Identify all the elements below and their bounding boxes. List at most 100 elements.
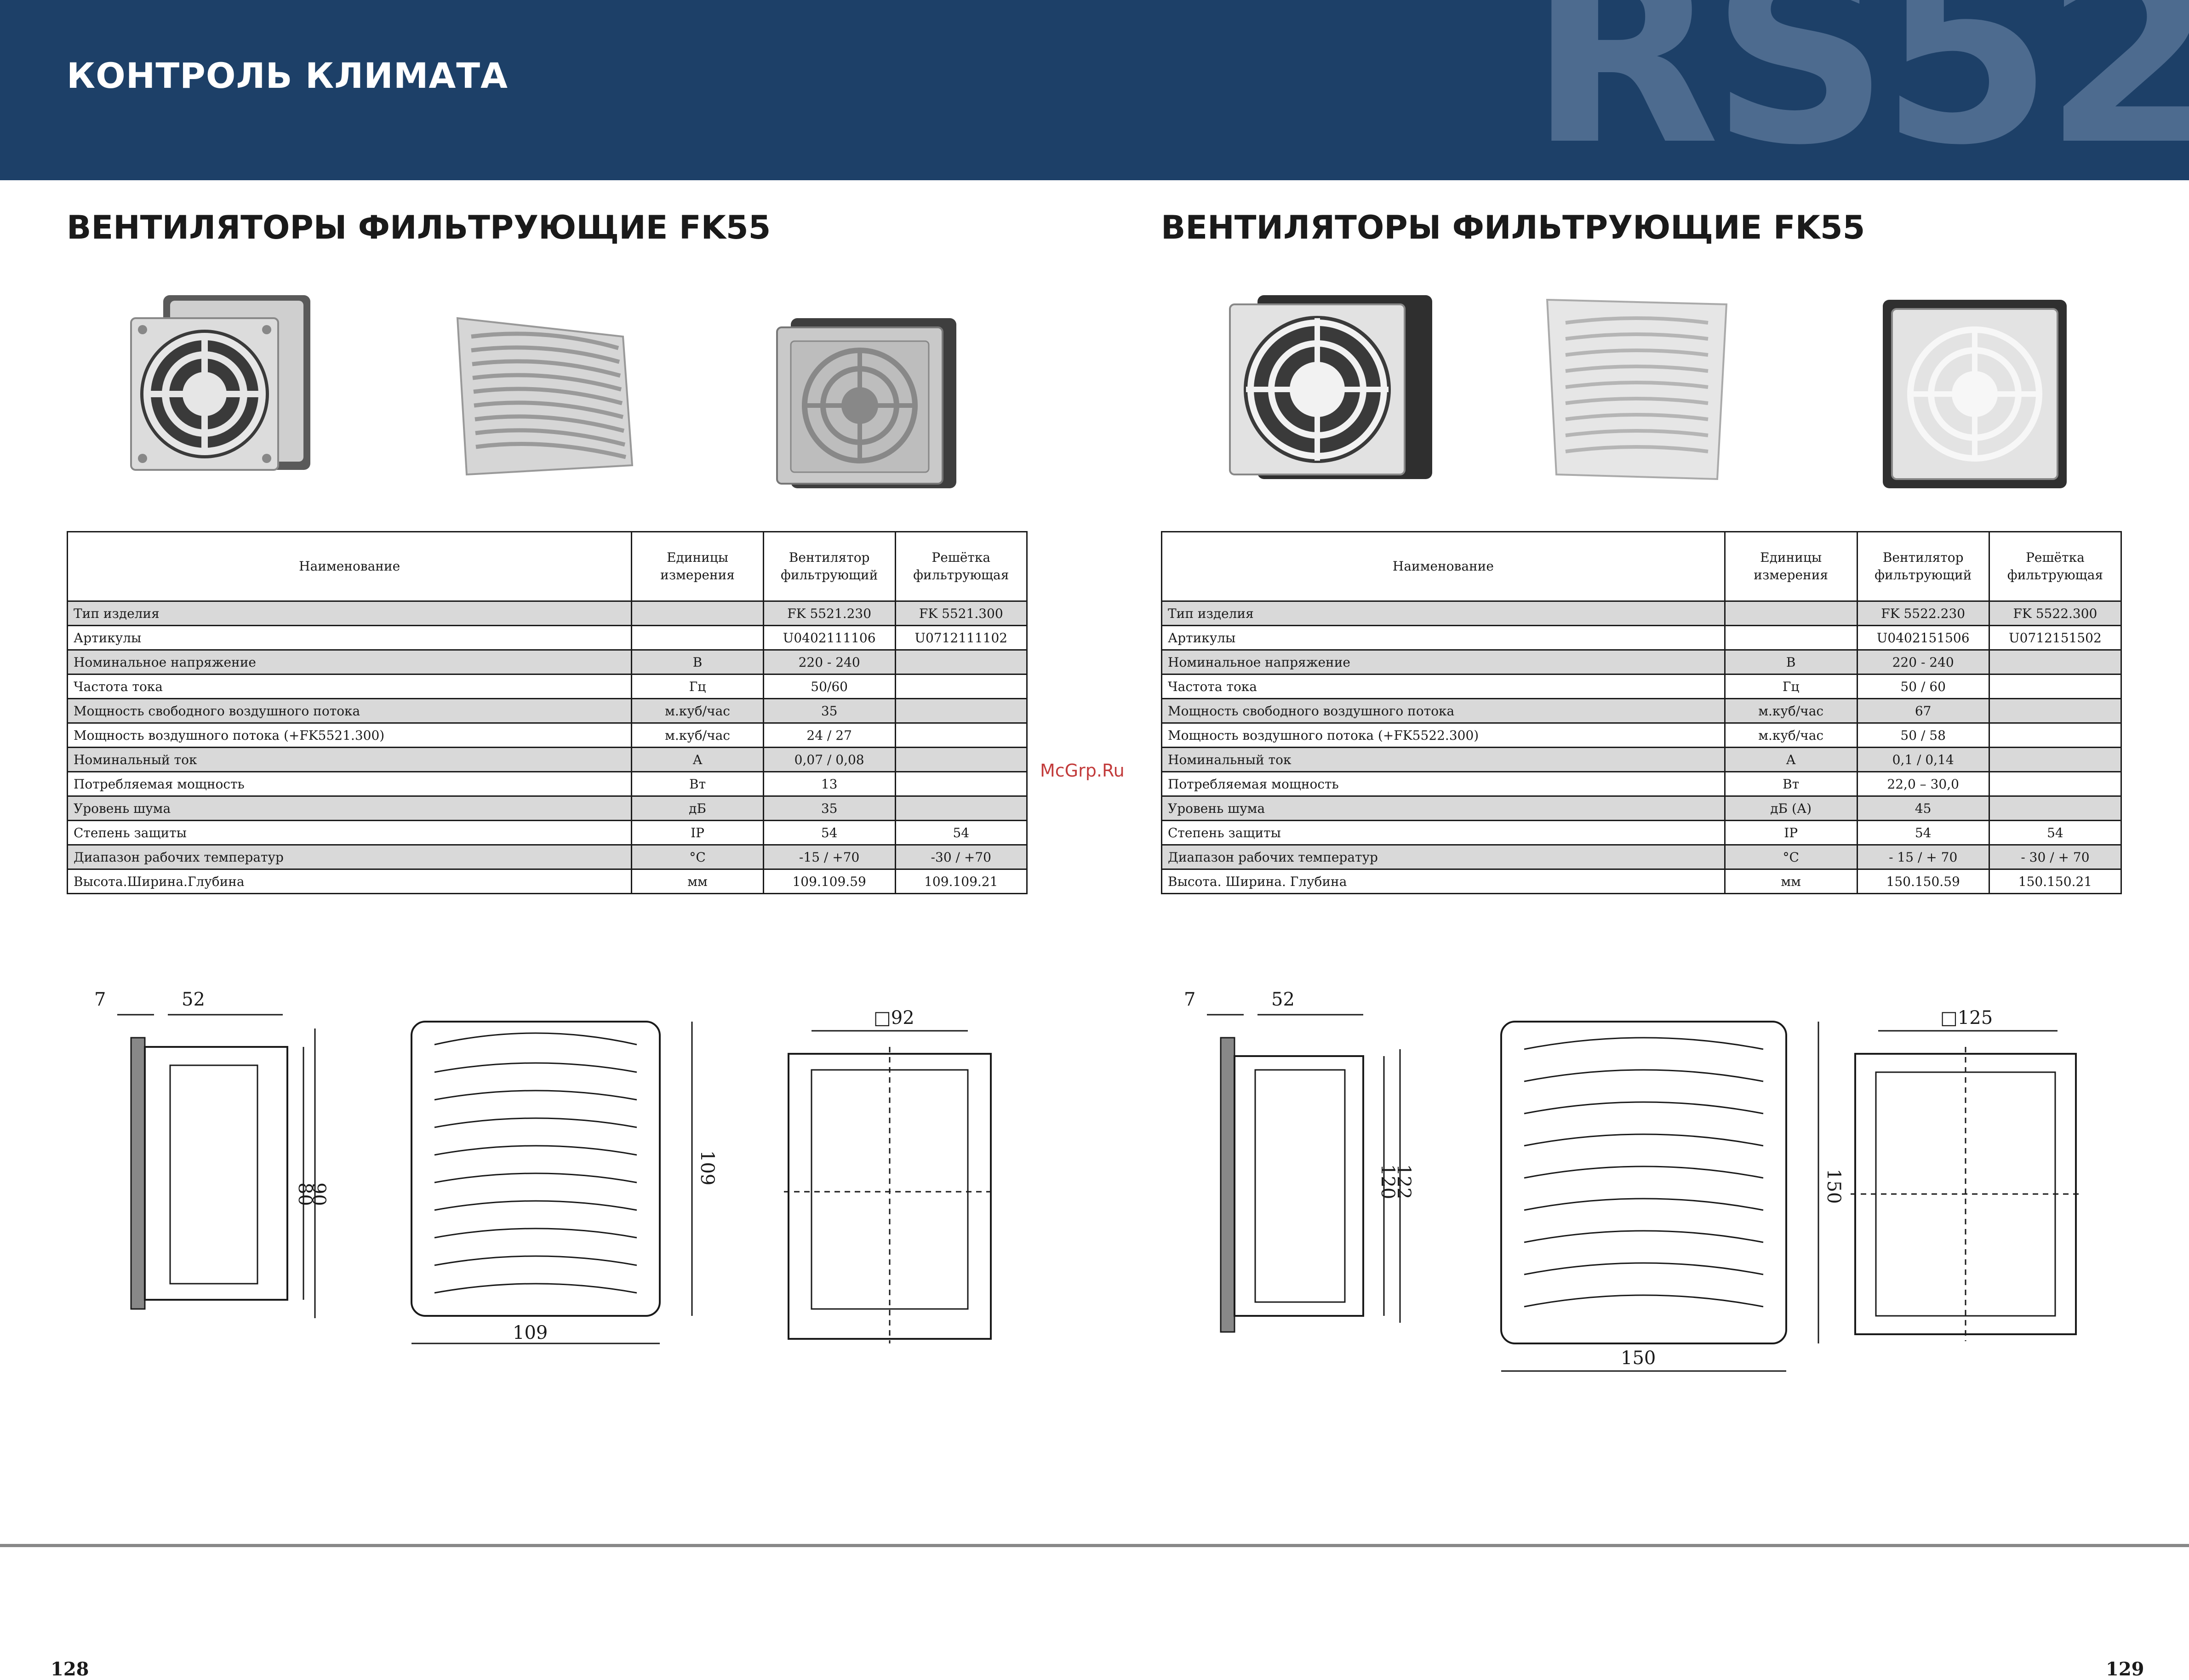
cell-grille (1988, 747, 2122, 772)
cell-grille: FK 5522.300 (1988, 600, 2122, 626)
cell-grille (894, 649, 1028, 675)
dim-side-outer: 90 (308, 1183, 329, 1206)
cell-grille: 150.150.21 (1988, 869, 2122, 894)
cell-fan: 13 (762, 771, 896, 797)
left-section-title: ВЕНТИЛЯТОРЫ ФИЛЬТРУЮЩИЕ FK55 (67, 209, 771, 246)
cell-fan: 50 / 58 (1856, 722, 1990, 748)
left-spec-table: Наименование Единицы измерения Вентилято… (66, 531, 1028, 894)
cell-name: Номинальный ток (66, 747, 633, 772)
table-header-row: Наименование Единицы измерения Вентилято… (1161, 531, 2122, 602)
cell-unit: А (631, 747, 764, 772)
cell-fan: 0,07 / 0,08 (762, 747, 896, 772)
cell-name: Степень защиты (1161, 820, 1726, 846)
dim-grille-height: 150 (1823, 1169, 1844, 1204)
dim-grille-width: 150 (1621, 1348, 1656, 1369)
cell-name: Диапазон рабочих температур (1161, 844, 1726, 870)
fan-photo (1229, 295, 1432, 479)
cell-grille (1988, 722, 2122, 748)
column-header-unit: Единицы измерения (631, 531, 764, 602)
cell-grille: U0712151502 (1988, 625, 2122, 651)
dim-side-offset: 7 (1184, 989, 1195, 1010)
cell-unit: м.куб/час (1724, 722, 1858, 748)
cell-name: Артикулы (1161, 625, 1726, 651)
cell-unit: Вт (1724, 771, 1858, 797)
bottom-rule (0, 1544, 2189, 1547)
cell-grille: 109.109.21 (894, 869, 1028, 894)
cell-unit: Гц (1724, 674, 1858, 699)
cell-grille (1988, 771, 2122, 797)
cell-fan: U0402111106 (762, 625, 896, 651)
cell-name: Артикулы (66, 625, 633, 651)
cell-fan: 0,1 / 0,14 (1856, 747, 1990, 772)
cell-fan: 54 (1856, 820, 1990, 846)
table-header-row: Наименование Единицы измерения Вентилято… (66, 531, 1028, 602)
side-view-drawing: 7 52 80 90 (94, 989, 329, 1318)
cell-grille: - 30 / + 70 (1988, 844, 2122, 870)
cell-unit: дБ (А) (1724, 795, 1858, 821)
grille-photo (456, 317, 634, 476)
column-header-name: Наименование (66, 531, 633, 602)
dim-grille-width: 109 (513, 1322, 548, 1343)
cell-name: Номинальное напряжение (1161, 649, 1726, 675)
cell-name: Частота тока (66, 674, 633, 699)
cell-name: Высота. Ширина. Глубина (1161, 869, 1726, 894)
dim-side-outer: 122 (1393, 1164, 1414, 1199)
watermark: McGrp.Ru (1040, 760, 1125, 781)
right-section-title: ВЕНТИЛЯТОРЫ ФИЛЬТРУЮЩИЕ FK55 (1161, 209, 1865, 246)
cell-name: Мощность свободного воздушного потока (1161, 698, 1726, 724)
cell-fan: 35 (762, 698, 896, 724)
cell-unit: °C (631, 844, 764, 870)
filter-fan-rear-photo (776, 318, 956, 488)
cell-unit: °C (1724, 844, 1858, 870)
cell-name: Номинальное напряжение (66, 649, 633, 675)
cell-unit: Вт (631, 771, 764, 797)
cell-fan: 50/60 (762, 674, 896, 699)
cell-fan: 45 (1856, 795, 1990, 821)
cell-name: Номинальный ток (1161, 747, 1726, 772)
left-page: ВЕНТИЛЯТОРЫ ФИЛЬТРУЮЩИЕ FK55 (51, 180, 1097, 1680)
filter-fan-rear-photo (1883, 300, 2067, 488)
cell-name: Мощность воздушного потока (+FK5521.300) (66, 722, 633, 748)
dim-side-depth: 52 (182, 989, 205, 1010)
cell-grille (894, 795, 1028, 821)
cell-fan: 220 - 240 (762, 649, 896, 675)
series-code-background-text: RS52 (1528, 0, 2189, 180)
cell-name: Уровень шума (66, 795, 633, 821)
header-band: КОНТРОЛЬ КЛИМАТА RS52 (0, 0, 2189, 180)
cell-name: Высота.Ширина.Глубина (66, 869, 633, 894)
cell-grille (894, 674, 1028, 699)
cell-grille (894, 747, 1028, 772)
column-header-fan: Вентилятор фильтрующий (762, 531, 896, 602)
cell-grille (894, 771, 1028, 797)
right-page: ВЕНТИЛЯТОРЫ ФИЛЬТРУЮЩИЕ FK55 (1161, 180, 2189, 1680)
cell-unit: А (1724, 747, 1858, 772)
column-header-unit: Единицы измерения (1724, 531, 1858, 602)
cell-unit: В (1724, 649, 1858, 675)
grille-front-drawing: 109 109 (411, 1021, 718, 1344)
cell-name: Потребляемая мощность (66, 771, 633, 797)
cell-fan: - 15 / + 70 (1856, 844, 1990, 870)
table-row: Диапазон рабочих температур°C- 15 / + 70… (1161, 844, 2122, 870)
cutout-drawing: □92 (784, 1007, 995, 1343)
dim-side-depth: 52 (1271, 989, 1295, 1010)
cell-unit: IP (631, 820, 764, 846)
cell-fan: U0402151506 (1856, 625, 1990, 651)
cell-name: Мощность свободного воздушного потока (66, 698, 633, 724)
grille-photo (1546, 298, 1728, 480)
cell-unit: мм (1724, 869, 1858, 894)
cell-unit: м.куб/час (1724, 698, 1858, 724)
left-page-number: 128 (51, 1658, 89, 1680)
